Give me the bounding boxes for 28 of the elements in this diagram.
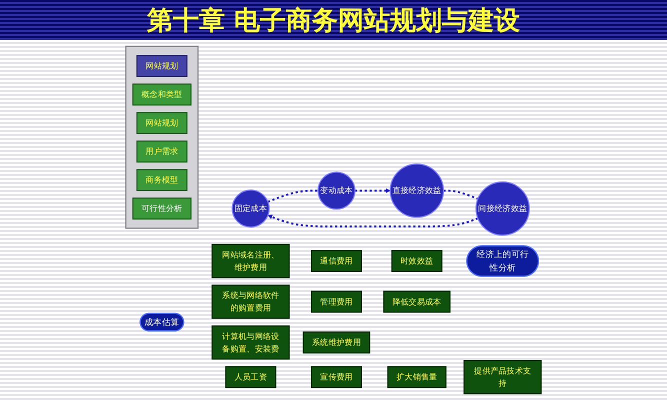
node-box: 扩大销售量 xyxy=(387,366,446,388)
connector xyxy=(268,190,318,203)
title: 第十章 电子商务网站规划与建设 xyxy=(0,0,667,40)
node-circle: 间接经济效益 xyxy=(476,181,530,236)
node-box: 管理费用 xyxy=(310,290,362,313)
node-box: 网站规划 xyxy=(136,55,188,78)
node-circle: 变动成本 xyxy=(317,172,356,210)
node-box: 降低交易成本 xyxy=(383,290,451,313)
node-box: 系统与网络软件的购置费用 xyxy=(212,284,290,319)
node-box: 时效效益 xyxy=(391,250,442,272)
node-box: 可行性分析 xyxy=(132,198,192,220)
node-box: 计算机与网络设备购置、安装费 xyxy=(212,325,290,360)
node-box: 网站域名注册、维护费用 xyxy=(212,244,290,278)
node-box: 通信费用 xyxy=(310,250,362,272)
node-circle: 固定成本 xyxy=(232,190,270,228)
node-box: 人员工资 xyxy=(225,366,276,388)
connector xyxy=(443,190,478,200)
node-box: 宣传费用 xyxy=(310,366,362,388)
node-circle: 直接经济效益 xyxy=(390,164,444,218)
node-box: 概念和类型 xyxy=(132,84,192,106)
node-box: 提供产品技术支持 xyxy=(464,360,542,394)
node-box: 商务模型 xyxy=(136,169,188,192)
node-box: 系统维护费用 xyxy=(302,331,370,354)
node-box: 用户需求 xyxy=(136,140,188,163)
arrow xyxy=(354,188,390,194)
node-box: 网站规划 xyxy=(136,112,188,134)
arrow xyxy=(268,214,478,228)
cluster xyxy=(125,46,199,229)
